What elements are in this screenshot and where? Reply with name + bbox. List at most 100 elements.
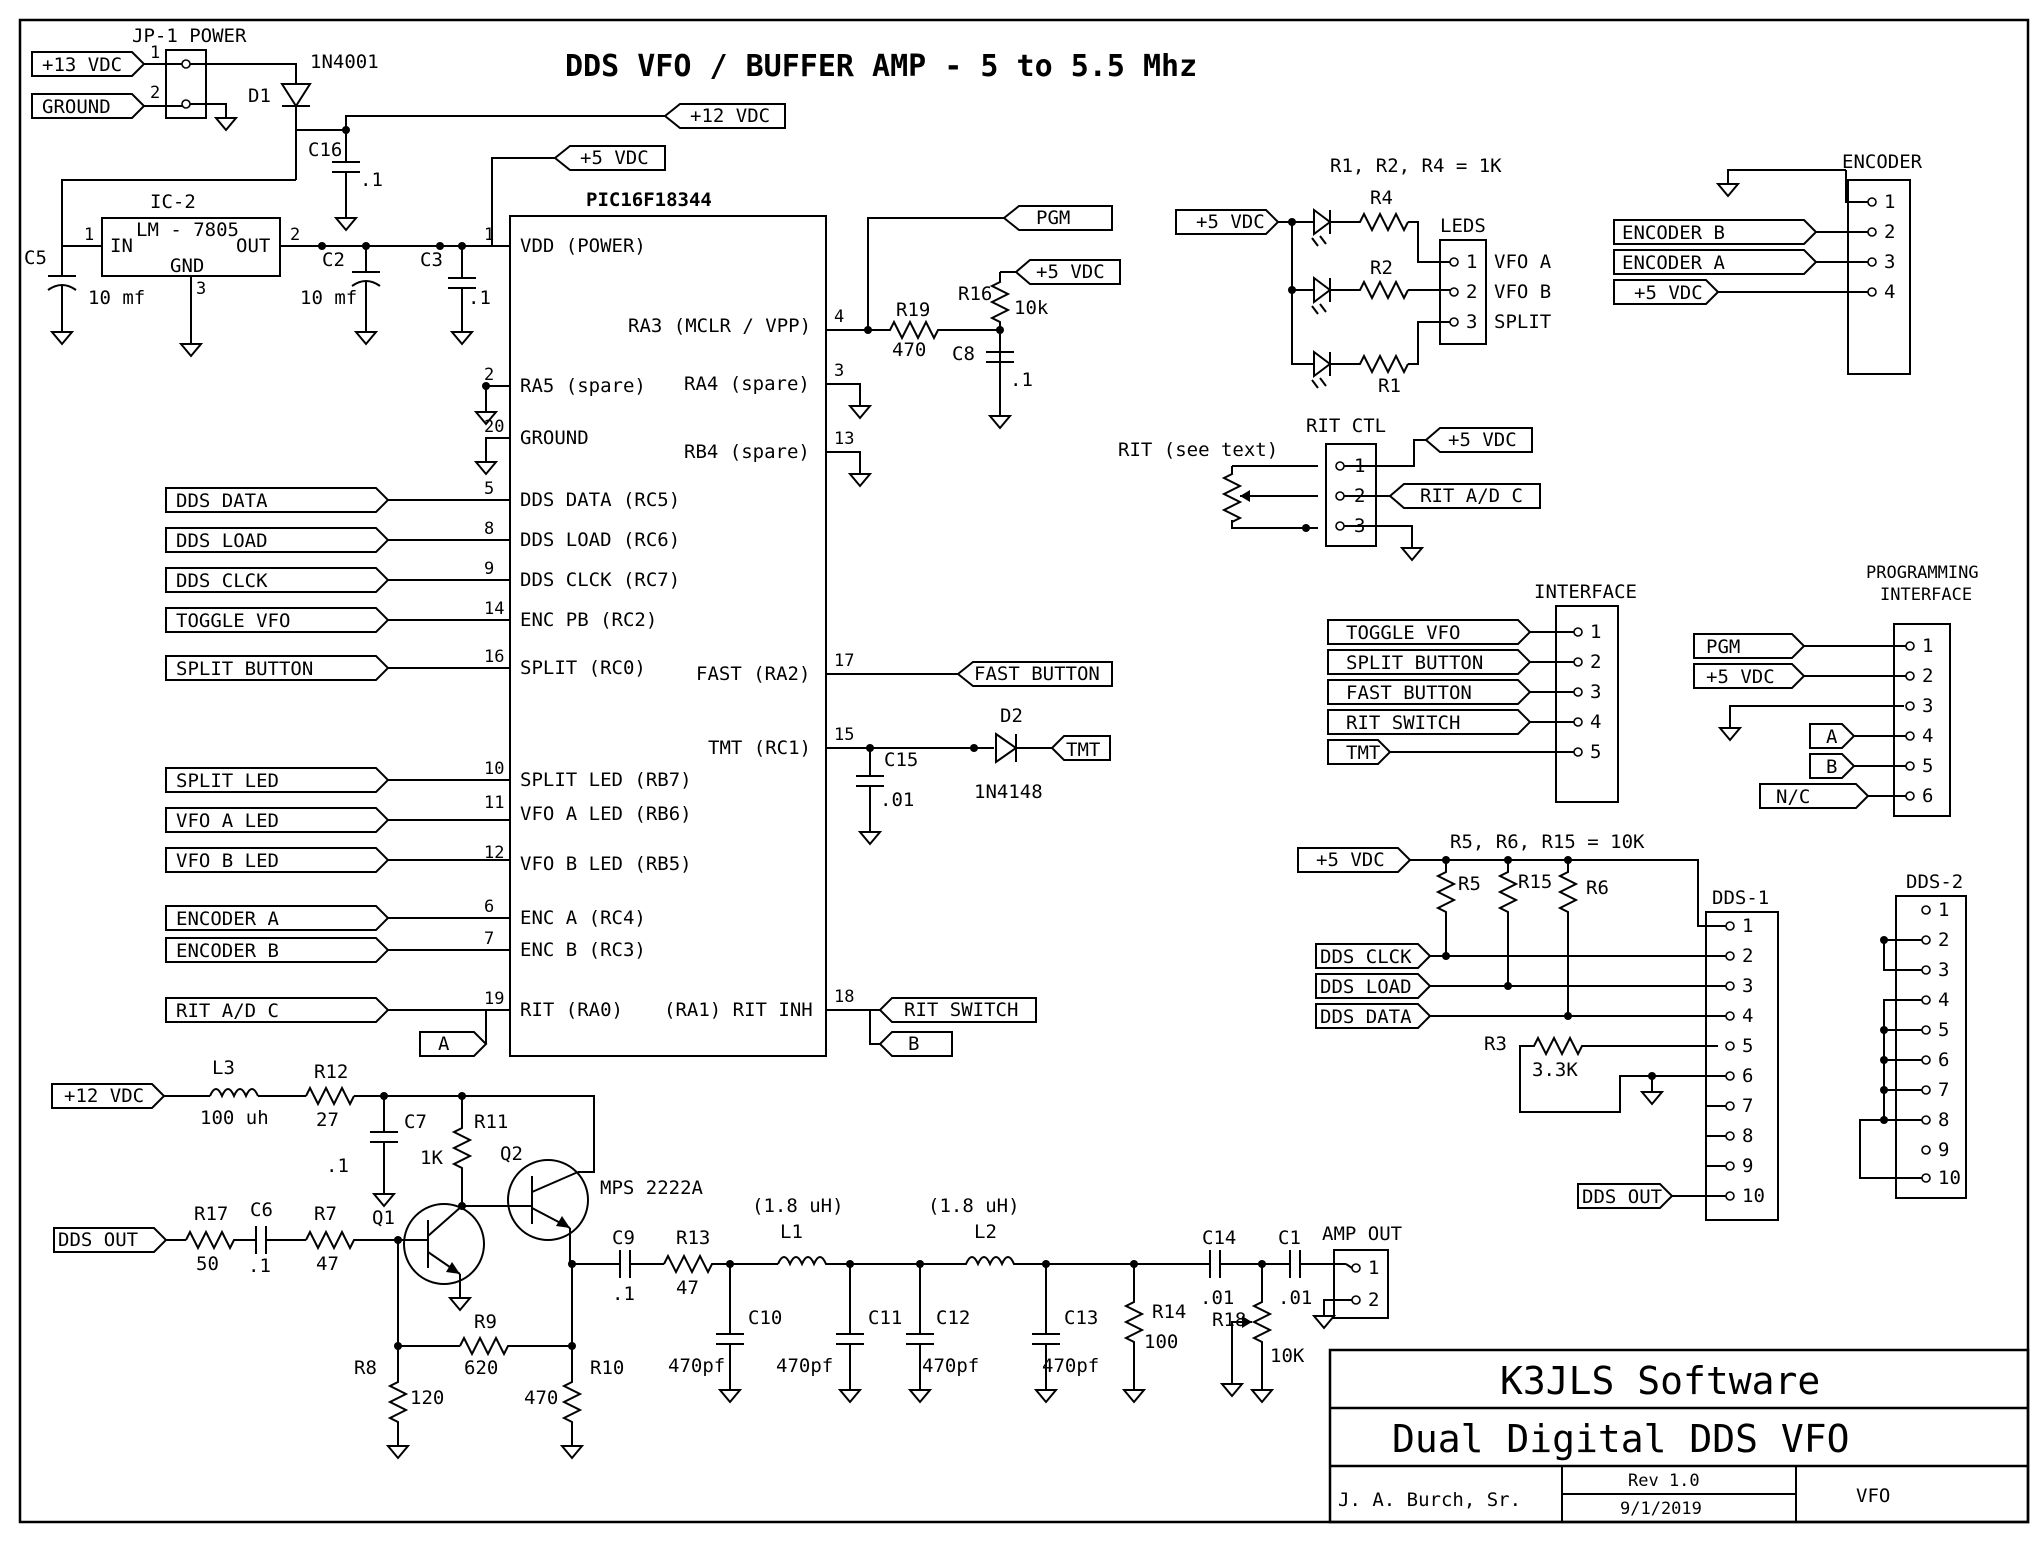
led-diode [1313, 208, 1332, 236]
header-pin [1449, 287, 1459, 297]
jp1-pin2: 2 [150, 83, 160, 103]
r19-value: 470 [892, 339, 926, 361]
shunt-cap-value: 470pf [776, 1355, 833, 1377]
c16-label: C16 [308, 139, 342, 161]
ic2-gnd: GND [170, 255, 204, 277]
header-pin [1725, 951, 1735, 961]
signal-tag-label: TOGGLE VFO [176, 610, 290, 632]
c2-label: C2 [322, 249, 345, 271]
pic-pin-number: 4 [834, 307, 844, 327]
dds2-pin-number: 8 [1938, 1109, 1949, 1131]
header-pin [1725, 1131, 1735, 1141]
header-pin [1725, 1161, 1735, 1171]
pic-pin-label: ENC B (RC3) [520, 939, 646, 961]
tag-plus5-dds [1297, 847, 1412, 873]
dds1-header [1705, 911, 1779, 1221]
pic-pin-label: SPLIT LED (RB7) [520, 769, 692, 791]
prog-pin-number: 6 [1922, 785, 1933, 807]
r13-value: 47 [676, 1277, 699, 1299]
header-pin [1921, 1145, 1931, 1155]
r17-label: R17 [194, 1203, 228, 1225]
q1-label: Q1 [372, 1207, 395, 1229]
header-pin [1921, 935, 1931, 945]
header-pin [1449, 317, 1459, 327]
encoder-header [1847, 179, 1911, 375]
dds1-pin-number: 4 [1742, 1005, 1753, 1027]
dds1-pin-number: 9 [1742, 1155, 1753, 1177]
pic-pin-number: 15 [834, 725, 854, 745]
c1-label: C1 [1278, 1227, 1301, 1249]
pic-pin-number: 17 [834, 651, 854, 671]
tag-tmt-right-label: TMT [1066, 739, 1100, 761]
prog-tag [1693, 633, 1806, 659]
header-pin [1867, 287, 1877, 297]
dds2-pin-number: 4 [1938, 989, 1949, 1011]
tag-plus5-leds-label: +5 VDC [1196, 211, 1265, 233]
r1-label: R1 [1378, 375, 1401, 397]
tag-b-right [878, 1031, 953, 1057]
q2-label: Q2 [500, 1143, 523, 1165]
signal-tag [165, 847, 390, 873]
prog-tag-label: +5 VDC [1706, 666, 1775, 688]
l3-inductor [209, 1088, 259, 1099]
leds-pin-label: VFO B [1494, 281, 1551, 303]
encoder-tag [1613, 279, 1720, 305]
ic2-label: IC-2 [150, 191, 196, 213]
r6-label: R6 [1586, 877, 1609, 899]
dds2-title: DDS-2 [1906, 871, 1963, 893]
encoder-pin-number: 3 [1884, 251, 1895, 273]
header-pin [1573, 687, 1583, 697]
tb-date: 9/1/2019 [1620, 1499, 1702, 1519]
c3-label: C3 [420, 249, 443, 271]
dds1-tag [1315, 943, 1432, 969]
r17-resistor [185, 1229, 256, 1251]
interface-pin-number: 5 [1590, 741, 1601, 763]
r16-resistor [989, 272, 1011, 370]
signal-tag-label: DDS CLCK [176, 570, 268, 592]
tag-plus12-top [663, 103, 786, 129]
tag-plus12-amp-label: +12 VDC [64, 1085, 144, 1107]
q2-part: MPS 2222A [600, 1177, 704, 1199]
encoder-title: ENCODER [1842, 151, 1923, 173]
tag-plus5-top [553, 145, 666, 171]
pic-pin-label: DDS CLCK (RC7) [520, 569, 680, 591]
pic-pin-label: SPLIT (RC0) [520, 657, 646, 679]
tag-pgm [1002, 205, 1113, 231]
r12-resistor [305, 1085, 355, 1107]
leds-pin-number: 3 [1466, 311, 1477, 333]
tag-plus5-top-label: +5 VDC [580, 147, 649, 169]
encoder-pin-number: 2 [1884, 221, 1895, 243]
header-pin [1725, 981, 1735, 991]
tag-rit-ad [1388, 483, 1541, 509]
prog-title2: INTERFACE [1880, 585, 1972, 605]
q2-transistor [507, 1159, 589, 1241]
r2-label: R2 [1370, 257, 1393, 279]
dds1-pin-number: 2 [1742, 945, 1753, 967]
interface-pin-number: 2 [1590, 651, 1601, 673]
interface-tag [1327, 739, 1392, 765]
dds2-pin-number: 9 [1938, 1139, 1949, 1161]
encoder-pin-number: 1 [1884, 191, 1895, 213]
c8-label: C8 [952, 343, 975, 365]
pic-pin-number: 20 [484, 417, 504, 437]
dds2-pin-number: 3 [1938, 959, 1949, 981]
header-pin [1725, 1191, 1735, 1201]
pic-pin-label: VFO B LED (RB5) [520, 853, 692, 875]
header-pin [1905, 731, 1915, 741]
pic-pin-label: RB4 (spare) [684, 441, 810, 463]
pic-pin-label: DDS LOAD (RC6) [520, 529, 680, 551]
led-resistor [1330, 279, 1409, 301]
l2-label: L2 [974, 1221, 997, 1243]
header-pin [1867, 197, 1877, 207]
pic-pin-label: ENC A (RC4) [520, 907, 646, 929]
prog-tag-label: N/C [1776, 786, 1810, 808]
tag-plus12-amp [51, 1083, 166, 1109]
c14-label: C14 [1202, 1227, 1236, 1249]
interface-pin-number: 1 [1590, 621, 1601, 643]
header-pin [1905, 761, 1915, 771]
dds1-tag [1315, 973, 1432, 999]
encoder-tag [1613, 249, 1818, 275]
r13-label: R13 [676, 1227, 710, 1249]
